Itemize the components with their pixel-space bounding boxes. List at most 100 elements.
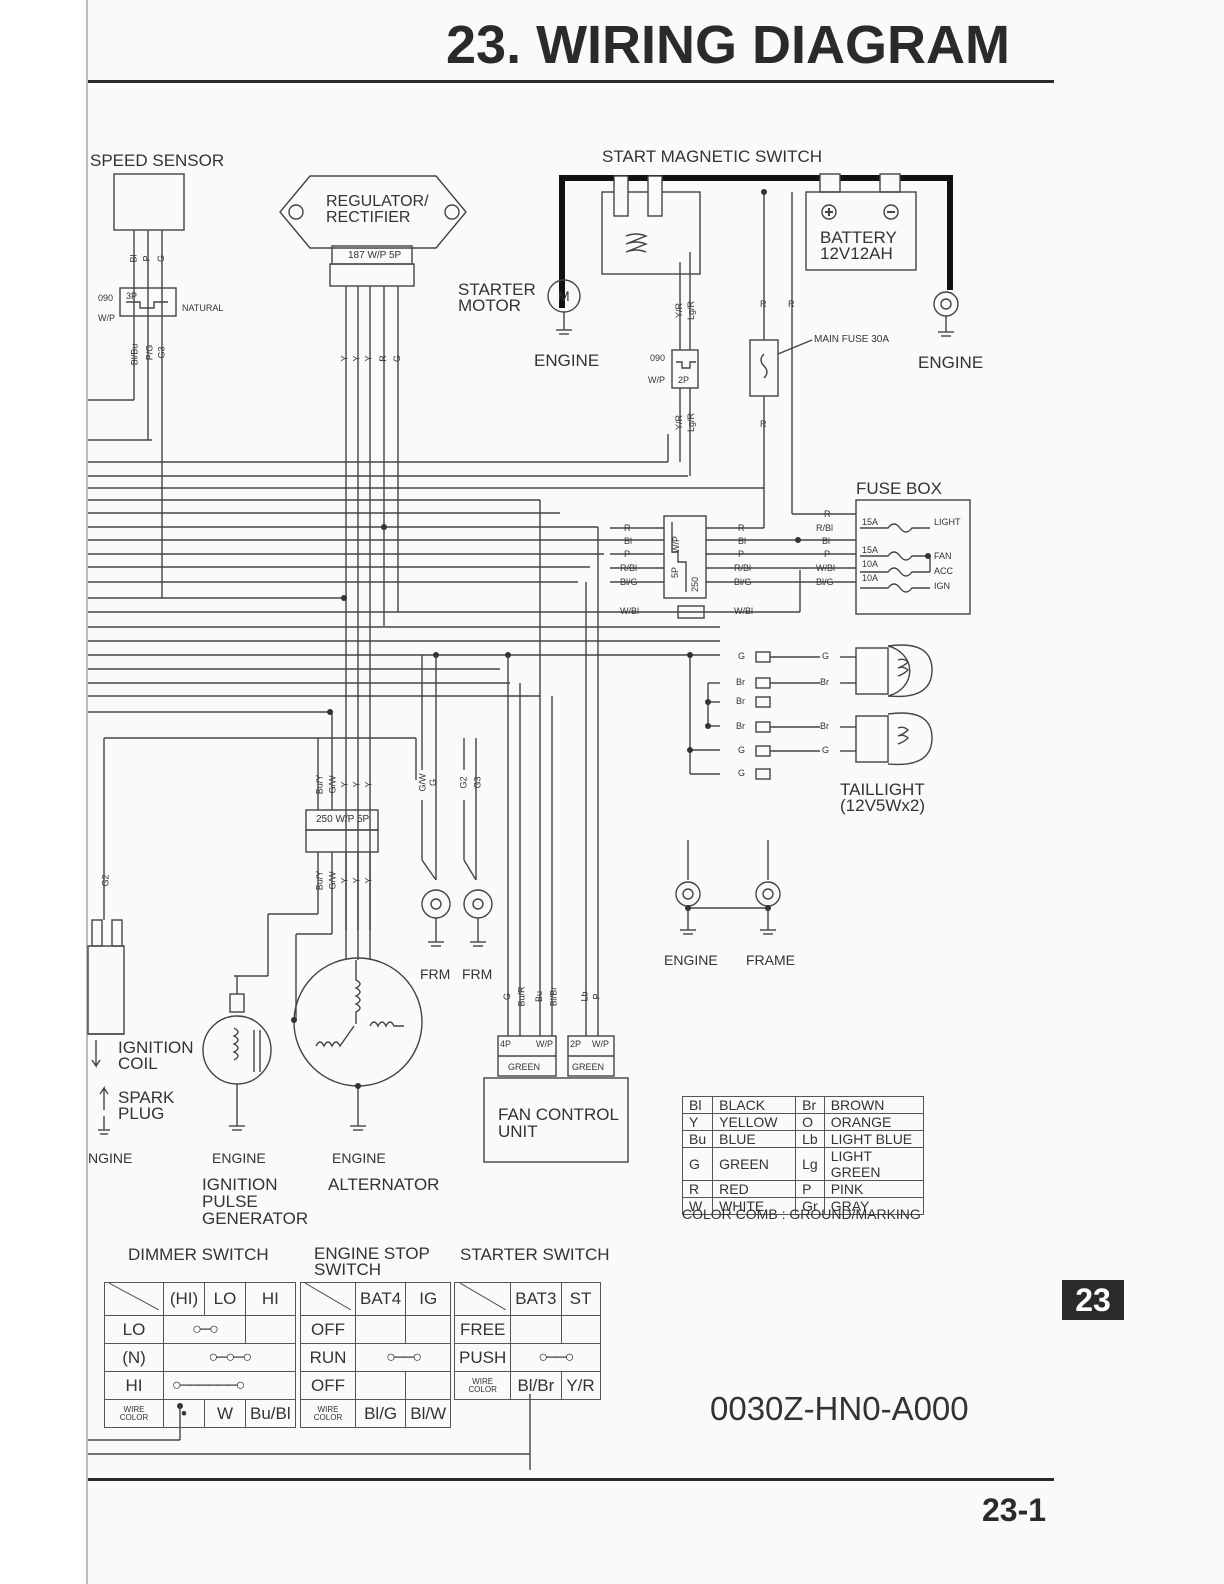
mid-conn-5p: 5P bbox=[670, 566, 681, 579]
battery-box bbox=[805, 191, 917, 271]
regulator-label: REGULATOR/ RECTIFIER bbox=[326, 193, 429, 226]
wire-label: Bu/Y bbox=[314, 774, 325, 795]
wire-label: Lg/R bbox=[686, 300, 697, 321]
fuse-output-label: ACC bbox=[934, 566, 954, 576]
wire-label: W/Bl bbox=[816, 563, 835, 573]
wire-label: Y/R bbox=[674, 414, 685, 431]
alternator-label: ALTERNATOR bbox=[328, 1175, 440, 1194]
speed-sensor-label: SPEED SENSOR bbox=[90, 151, 225, 170]
speed-conn-color: NATURAL bbox=[182, 303, 224, 313]
fan-conn-2p: 2P bbox=[570, 1039, 582, 1049]
engine-ground-label-2: ENGINE bbox=[918, 353, 984, 372]
ignition-coil-label: IGNITION COIL bbox=[118, 1038, 194, 1073]
wire-label: Br bbox=[736, 677, 745, 687]
wire-label: Y bbox=[363, 355, 374, 362]
start-conn-wp: W/P bbox=[648, 375, 665, 385]
wire-label: Y/R bbox=[674, 302, 685, 319]
wire-label: G bbox=[392, 354, 403, 363]
engine-ground-label-5: ENGINE bbox=[212, 1150, 266, 1166]
wire-label: Bu bbox=[534, 990, 545, 1003]
taillight-bulb-2 bbox=[855, 715, 889, 763]
wire-label: P bbox=[624, 549, 631, 559]
wire-label: P bbox=[824, 549, 831, 559]
fan-conn-wp: W/P bbox=[536, 1039, 553, 1049]
mid-conn-wp: W/P bbox=[671, 536, 681, 553]
wire-label: R/Bl bbox=[816, 523, 834, 533]
wire-label: P/G bbox=[144, 344, 155, 361]
wire-label: G bbox=[428, 778, 439, 787]
table-row: PUSH○──○ bbox=[453, 1343, 601, 1372]
frame-ground-label: FRAME bbox=[746, 952, 795, 968]
wire-label: Y bbox=[351, 781, 362, 788]
wire-label: Bl bbox=[624, 536, 633, 546]
wire-label: Br bbox=[736, 696, 745, 706]
wire-label: Bl bbox=[822, 536, 831, 546]
start-conn-090: 090 bbox=[650, 353, 666, 363]
page-title: 23. WIRING DIAGRAM bbox=[446, 15, 1011, 75]
wire-label: Lg/R bbox=[686, 412, 697, 433]
fuse-output-label: FAN bbox=[934, 551, 952, 561]
speed-sensor-box bbox=[113, 173, 185, 231]
wire-label: Y bbox=[339, 355, 350, 362]
wire-label: Y bbox=[363, 781, 374, 788]
wire-label: R bbox=[624, 523, 631, 533]
harness-lines bbox=[88, 370, 764, 1035]
wire-label: G/W bbox=[327, 775, 338, 794]
wire-label: G bbox=[502, 992, 513, 1001]
wire-label: Bl/G bbox=[620, 577, 638, 587]
wire-label: R/Bl bbox=[620, 563, 638, 573]
table-row: OFF bbox=[300, 1315, 452, 1344]
fuse-rating: 15A bbox=[862, 517, 879, 527]
mid-conn-250: 250 bbox=[690, 576, 701, 593]
fan-conn-4p: 4P bbox=[500, 1039, 512, 1049]
fan-conn-2p-color: GREEN bbox=[572, 1062, 605, 1072]
wire-label: W/Bl bbox=[734, 606, 753, 616]
wire-label: G bbox=[738, 768, 746, 778]
wire-label: Y bbox=[339, 877, 350, 884]
wire-label: G bbox=[738, 651, 746, 661]
wire-label: W/Bl bbox=[620, 606, 639, 616]
wire-label: Bl/Br bbox=[548, 986, 559, 1007]
spark-plug-label: SPARK PLUG bbox=[118, 1088, 175, 1123]
starter-switch-title: STARTER SWITCH bbox=[460, 1245, 610, 1264]
wire-label: Br bbox=[736, 721, 745, 731]
regulator-body bbox=[279, 175, 467, 249]
wire-label: R bbox=[738, 523, 745, 533]
wire-label: G2 bbox=[458, 776, 469, 789]
wire-label: G2 bbox=[100, 874, 111, 887]
main-fuse-label: MAIN FUSE 30A bbox=[814, 334, 890, 345]
wire-label: P bbox=[738, 549, 745, 559]
engine-ground-label-3: ENGINE bbox=[664, 952, 718, 968]
ignition-coil-body bbox=[87, 945, 125, 1035]
table-row: HI○──────○ bbox=[104, 1371, 296, 1400]
wire-label: Lb bbox=[579, 991, 590, 1002]
speed-conn-wp: W/P bbox=[98, 313, 115, 323]
speed-conn-090: 090 bbox=[98, 293, 114, 303]
wire-label: Bl/G bbox=[816, 577, 834, 587]
speed-conn-3p: 3P bbox=[126, 291, 138, 301]
fuse-box-label: FUSE BOX bbox=[856, 479, 942, 498]
wire-label: R bbox=[760, 299, 767, 309]
wire-label: R bbox=[824, 509, 831, 519]
wire-label: Y bbox=[363, 877, 374, 884]
fuse-box bbox=[855, 499, 971, 615]
wire-label: G3 bbox=[472, 776, 483, 789]
wire-label: G bbox=[156, 254, 167, 263]
alternator-connector-label: 250 W/P 5P bbox=[316, 814, 370, 825]
dimmer-switch-title: DIMMER SWITCH bbox=[128, 1245, 269, 1264]
wire-label: P bbox=[141, 255, 152, 262]
table-row: FREE bbox=[453, 1315, 601, 1344]
table-row: OFF bbox=[300, 1371, 452, 1400]
regulator-connector-label: 187 W/P 5P bbox=[348, 250, 402, 261]
part-number: 0030Z-HN0-A000 bbox=[710, 1390, 969, 1427]
